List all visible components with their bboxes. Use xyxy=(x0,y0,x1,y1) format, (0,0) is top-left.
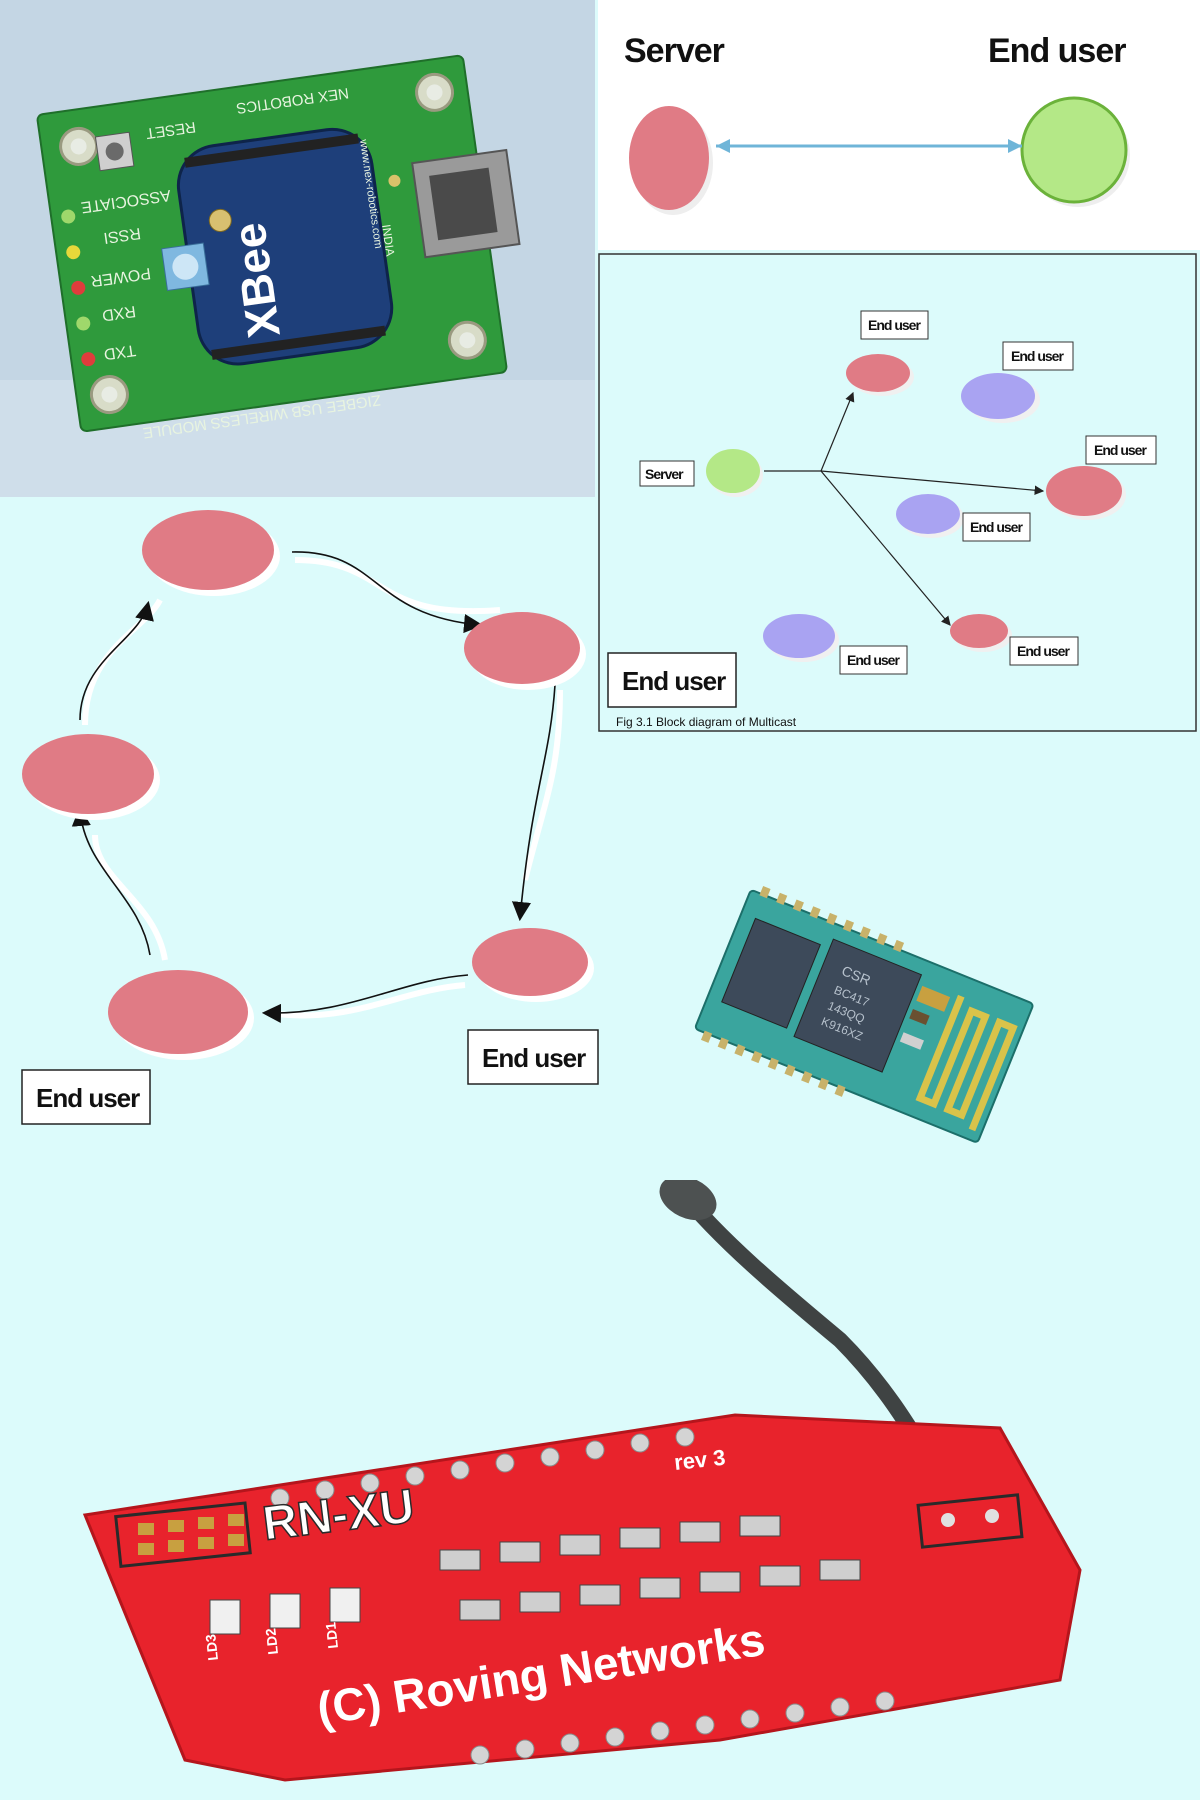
multicast-end-user-node-pink-2 xyxy=(1046,466,1122,516)
multicast-end-user-label-3: End user xyxy=(1094,442,1147,458)
multicast-diagram: Server End user End user End user End us… xyxy=(598,253,1198,733)
rn-xu-led-label-ld2: LD2 xyxy=(262,1627,281,1655)
multicast-end-user-label-1: End user xyxy=(868,317,921,333)
multicast-arrow-1 xyxy=(820,391,855,472)
multicast-end-user-label-6: End user xyxy=(847,652,900,668)
rn-xu-led-label-ld1: LD1 xyxy=(322,1621,341,1649)
xbee-board-photo: NEX ROBOTICS RESET ASSOCIATE RSSI POWER … xyxy=(0,0,595,497)
multicast-end-user-node-purple-2 xyxy=(896,494,960,534)
ring-node-right xyxy=(464,612,580,684)
rn-xu-revision-text: rev 3 xyxy=(673,1445,727,1475)
ring-node-top xyxy=(142,510,274,590)
unicast-end-user-node xyxy=(1020,96,1128,204)
bt-antenna xyxy=(915,994,1018,1132)
multicast-arrow-2 xyxy=(820,470,1045,496)
ring-arrow-2 xyxy=(511,684,556,922)
multicast-end-user-label-5: End user xyxy=(1017,643,1070,659)
multicast-end-user-label-2: End user xyxy=(1011,348,1064,364)
ring-node-left xyxy=(22,734,154,814)
multicast-end-user-node-pink-3 xyxy=(950,614,1008,648)
multicast-server-node xyxy=(706,449,760,493)
bluetooth-module-photo: CSR BC417 143QQ K916XZ xyxy=(690,870,1035,1180)
ring-node-bottom-left xyxy=(108,970,248,1054)
ring-arrow-3 xyxy=(261,974,469,1023)
xbee-led-label-txd: TXD xyxy=(103,341,137,362)
xbee-led-label-rxd: RXD xyxy=(101,302,137,324)
ring-arrow-1 xyxy=(291,551,484,634)
multicast-end-user-node-purple-3 xyxy=(763,614,835,658)
multicast-end-user-node-purple-1 xyxy=(961,373,1035,419)
ring-arrow-5 xyxy=(79,600,154,721)
xbee-country-text: INDIA xyxy=(379,223,397,257)
ring-arrow-4 xyxy=(71,806,151,956)
unicast-server-node xyxy=(629,106,709,210)
multicast-end-user-label-4: End user xyxy=(970,519,1023,535)
ring-diagram: End user End user End user xyxy=(0,500,740,1140)
multicast-caption: Fig 3.1 Block diagram of Multicast xyxy=(616,715,797,729)
rn-xu-led-label-ld3: LD3 xyxy=(202,1633,221,1661)
multicast-server-label: Server xyxy=(645,466,684,482)
xbee-led-label-rssi: RSSI xyxy=(102,224,141,246)
multicast-end-user-node-pink-1 xyxy=(846,354,910,392)
unicast-diagram: Server End user xyxy=(598,0,1200,250)
ring-end-user-label-3: End user xyxy=(36,1083,140,1113)
ring-end-user-label-2: End user xyxy=(482,1043,586,1073)
ring-end-user-label-1: End user xyxy=(622,666,726,696)
unicast-server-label: Server xyxy=(624,32,725,70)
ring-node-bottom-right xyxy=(472,928,588,996)
xbee-reset-text: RESET xyxy=(145,118,197,142)
multicast-arrow-3 xyxy=(820,470,951,626)
unicast-end-user-label: End user xyxy=(988,32,1126,70)
rn-xu-board-photo: RN-XU rev 3 LD3 LD2 LD1 (C) Roving Netwo… xyxy=(80,1175,1090,1795)
